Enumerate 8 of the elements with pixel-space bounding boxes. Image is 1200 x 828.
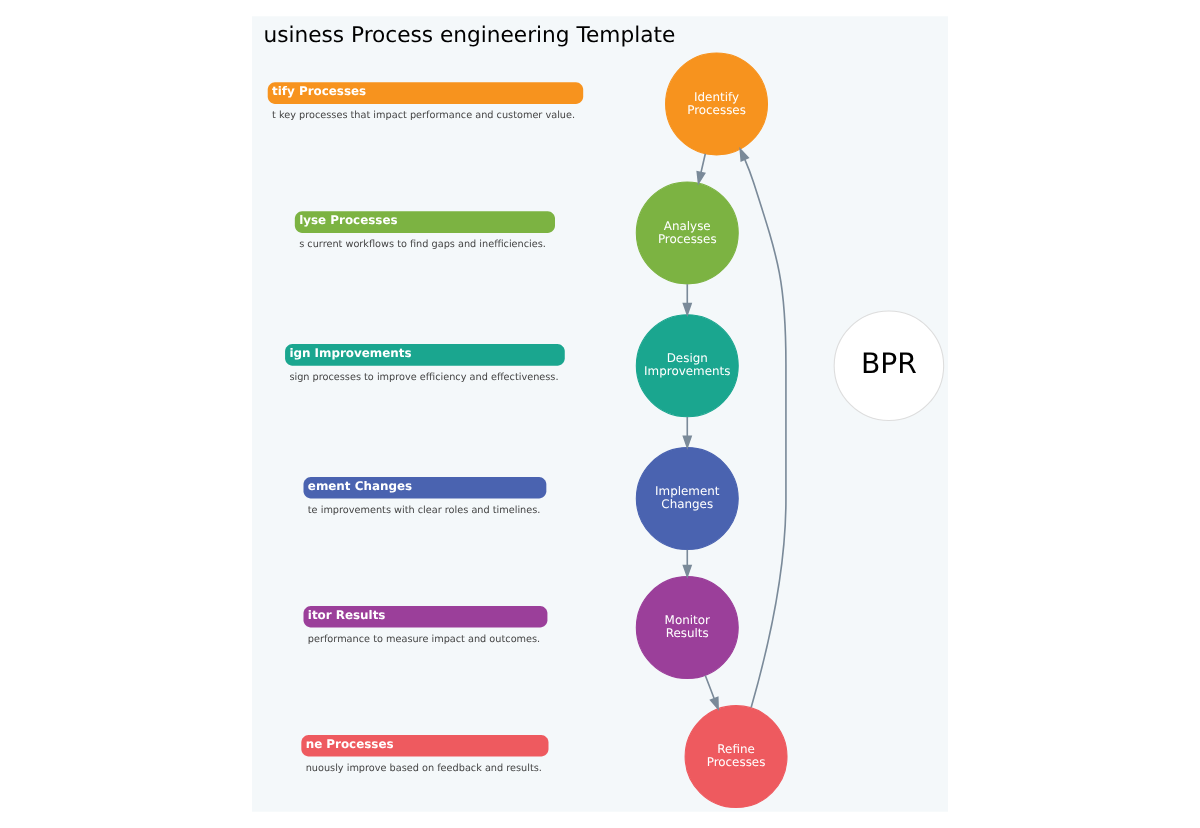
arrow [682,548,693,579]
arrow [682,283,693,317]
node-circle: BPR [833,310,945,422]
arrow [682,416,693,450]
arrow [739,147,787,709]
arrow [696,152,707,186]
diagram-title: usiness Process engineering Template [263,22,676,49]
arrow [704,674,719,712]
